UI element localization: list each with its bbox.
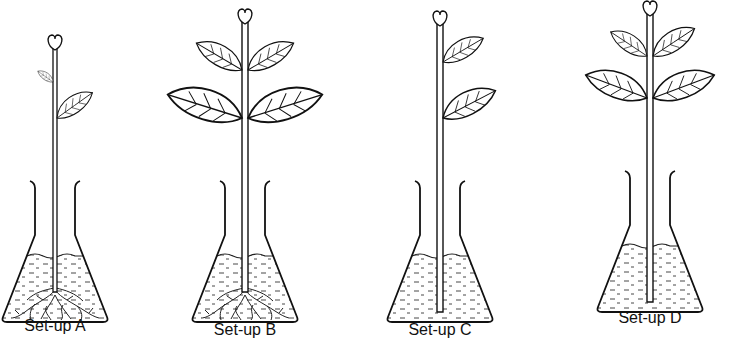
setup-a	[3, 35, 108, 322]
bud	[48, 35, 62, 50]
bud	[433, 11, 447, 26]
stem	[242, 22, 248, 292]
leaf	[648, 64, 718, 106]
bud	[238, 9, 252, 24]
leaf	[647, 21, 700, 62]
leaf	[164, 82, 246, 128]
setup-c	[388, 11, 501, 322]
leaf	[438, 31, 488, 67]
roots	[11, 288, 99, 320]
cut-stem	[647, 14, 653, 302]
setup-b	[164, 9, 326, 322]
leaf	[582, 64, 652, 106]
leaf	[191, 35, 248, 76]
leaf	[606, 25, 652, 60]
cut-stem	[437, 24, 443, 312]
leaf	[242, 35, 299, 76]
setup-label: Set-up B	[214, 321, 276, 339]
leaf	[36, 68, 56, 84]
setup-label: Set-up A	[24, 317, 85, 335]
bud	[643, 1, 657, 16]
roots	[201, 288, 289, 320]
leaf	[244, 82, 326, 128]
leaf	[51, 86, 97, 122]
leaf	[437, 81, 500, 125]
setup-label: Set-up D	[618, 309, 681, 327]
setup-label: Set-up C	[408, 321, 471, 339]
stem	[53, 48, 57, 292]
setup-d	[582, 1, 718, 312]
